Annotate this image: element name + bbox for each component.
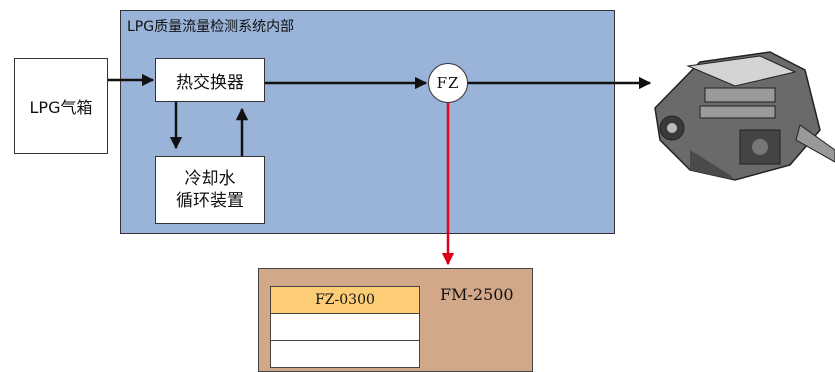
heat-exchanger-node: 热交换器 [155,58,265,102]
engine-icon [654,51,835,181]
meter-readout-row: FZ-0300 [270,286,420,314]
cooling-label-line1: 冷却水 [184,169,236,189]
flow-meter-model: FM-2500 [440,285,514,304]
cooling-label-line2: 循环装置 [176,191,244,211]
system-title: LPG质量流量检测系统内部 [127,19,295,35]
meter-readout-row [270,340,420,368]
lpg-tank-node: LPG气箱 [14,58,108,154]
cooling-water-node: 冷却水 循环装置 [155,156,265,224]
flow-sensor-node: FZ [428,63,468,103]
